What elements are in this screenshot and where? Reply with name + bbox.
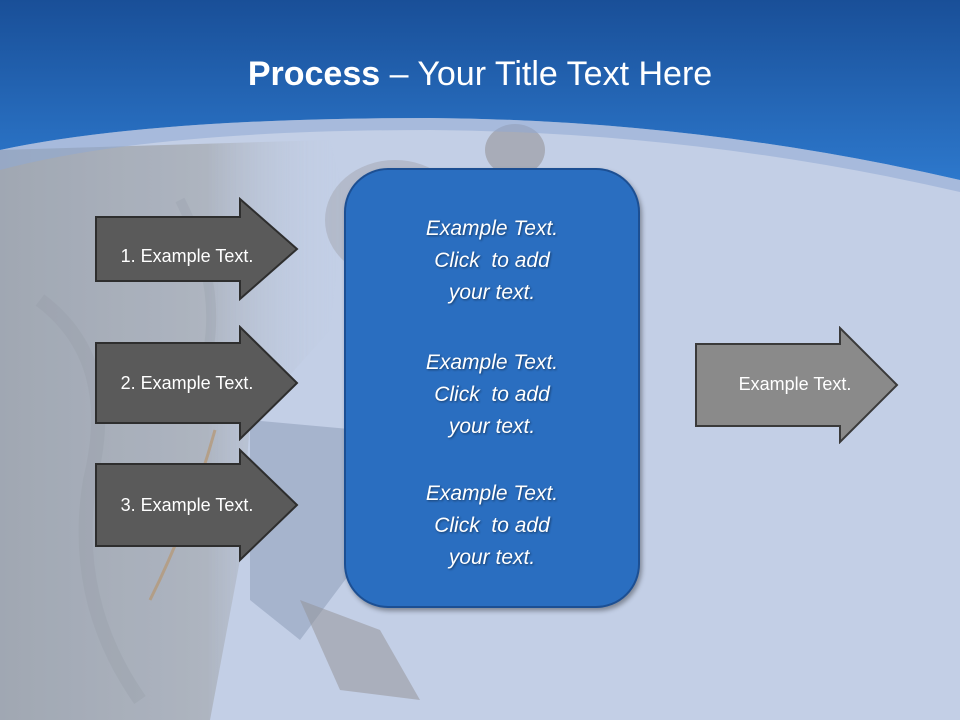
left-arrow-1-label: 1. Example Text.	[94, 245, 280, 267]
center-item-2: Example Text. Click to add your text.	[344, 347, 640, 443]
center-item-2-line3: your text.	[344, 411, 640, 443]
right-arrow-label: Example Text.	[700, 373, 890, 395]
slide-title: Process – Your Title Text Here	[0, 52, 960, 96]
center-item-2-line2: Click to add	[344, 379, 640, 411]
center-item-1-line1: Example Text.	[344, 213, 640, 245]
center-item-1-line3: your text.	[344, 277, 640, 309]
center-item-3-line3: your text.	[344, 542, 640, 574]
left-arrow-2-label: 2. Example Text.	[94, 372, 280, 394]
center-item-3-line1: Example Text.	[344, 478, 640, 510]
center-item-3: Example Text. Click to add your text.	[344, 478, 640, 574]
center-item-1-line2: Click to add	[344, 245, 640, 277]
title-bold-text: Process	[248, 55, 380, 93]
center-item-3-line2: Click to add	[344, 510, 640, 542]
title-rest-text: – Your Title Text Here	[380, 55, 712, 93]
center-item-1: Example Text. Click to add your text.	[344, 213, 640, 309]
left-arrow-3-label: 3. Example Text.	[94, 494, 280, 516]
center-item-2-line1: Example Text.	[344, 347, 640, 379]
